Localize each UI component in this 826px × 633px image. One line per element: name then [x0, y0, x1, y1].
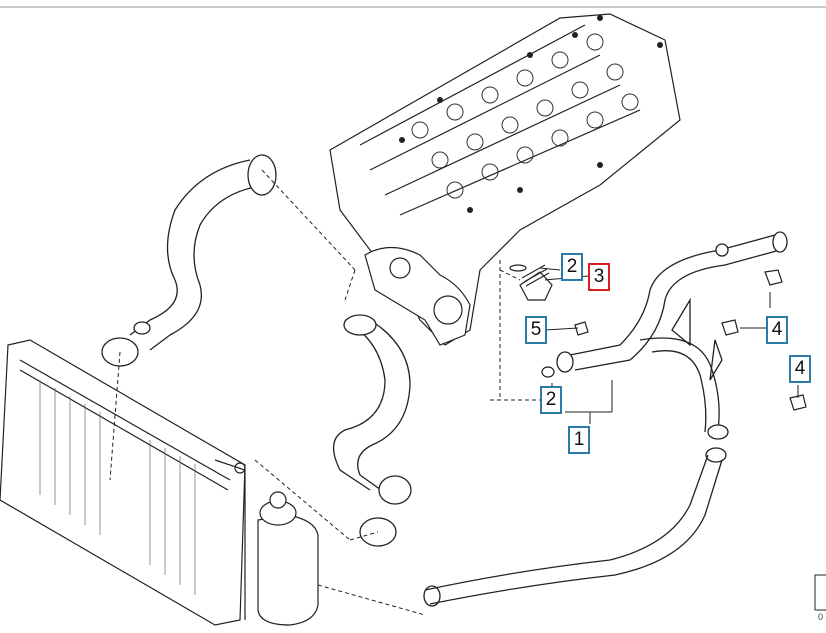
- callout-5[interactable]: 5: [525, 316, 547, 344]
- mounting-bolts: [721, 269, 807, 411]
- corner-icon: [814, 574, 826, 611]
- leader-lines: [109, 169, 799, 616]
- bottom-hose: [423, 447, 727, 607]
- cylinder-head: [329, 13, 681, 346]
- upper-radiator-hose: [101, 154, 277, 367]
- callout-1[interactable]: 1: [568, 426, 590, 454]
- plug-bolt: [574, 321, 589, 336]
- callout-2-upper[interactable]: 2: [561, 253, 583, 281]
- coolant-pipe-assembly: [556, 231, 788, 440]
- callout-2-lower[interactable]: 2: [540, 386, 562, 414]
- expansion-tank: [257, 491, 319, 626]
- callout-4-lower[interactable]: 4: [789, 355, 811, 383]
- callout-3-selected[interactable]: 3: [588, 263, 610, 291]
- thermostat-insert: [509, 264, 555, 378]
- lower-hose: [333, 314, 412, 547]
- callout-4-upper[interactable]: 4: [766, 316, 788, 344]
- corner-code: 0: [818, 612, 824, 622]
- radiator: [0, 339, 246, 626]
